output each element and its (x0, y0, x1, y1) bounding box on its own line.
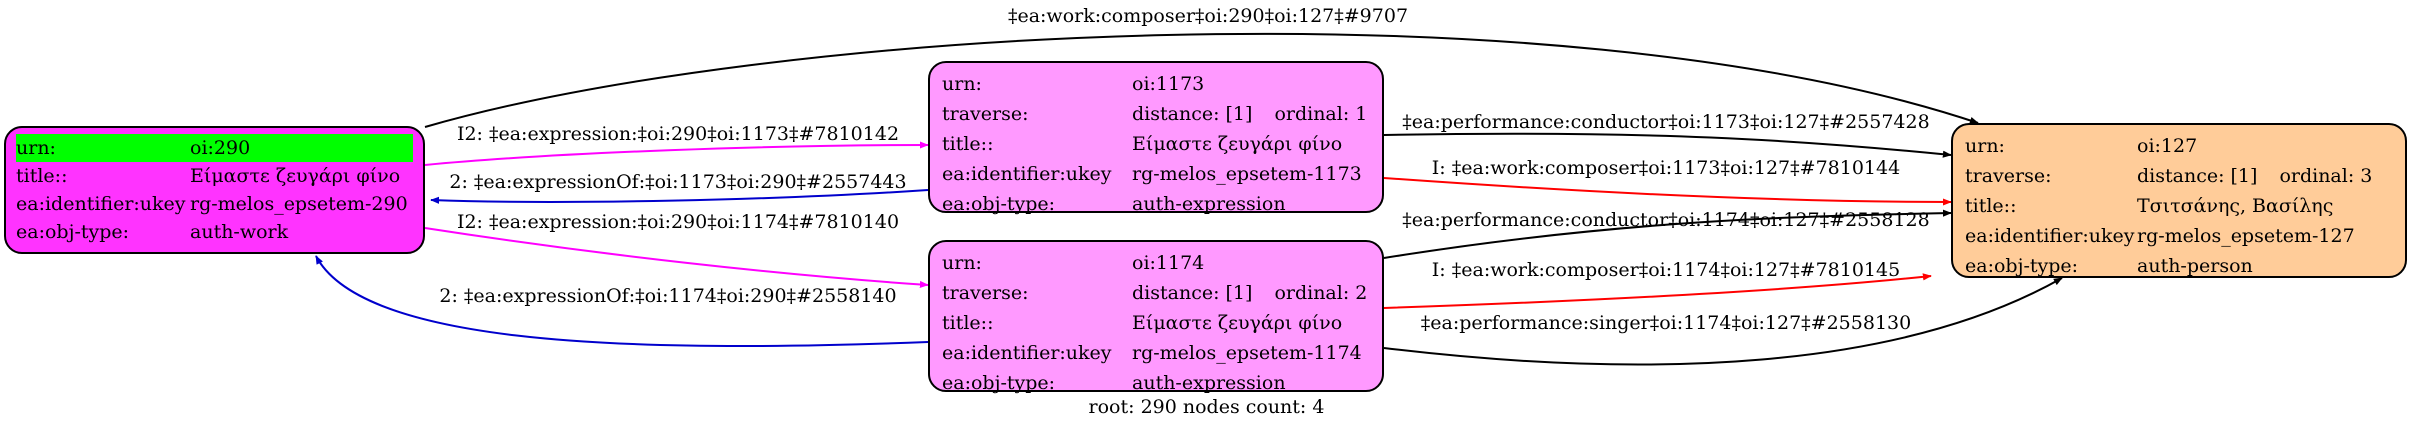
node-person-ordinal: ordinal: 3 (2279, 165, 2373, 187)
node-person-ukey-value: rg-melos_epsetem-127 (2137, 225, 2355, 247)
edge-expr1173 (424, 141, 929, 166)
node-work-type-value: auth-work (190, 221, 289, 243)
node-1173-urn-value: oi:1173 (1132, 73, 1205, 95)
node-1173-urn-key: urn: (942, 73, 982, 95)
node-work-urn-value: oi:290 (190, 134, 413, 162)
node-1174-type-key: ea:obj-type: (942, 372, 1056, 394)
node-1173-title-value: Είμαστε ζευγάρι φίνο (1132, 133, 1343, 155)
edge-conductor1173 (1383, 132, 1952, 158)
node-1174-type-value: auth-expression (1132, 372, 1286, 394)
node-person-traverse-key: traverse: (1965, 165, 2052, 187)
edge-label-exprof1173: 2: ‡ea:expressionOf:‡oi:1173‡oi:290‡#255… (449, 171, 906, 193)
edge-exprof1173 (430, 189, 929, 204)
node-1174-traverse-key: traverse: (942, 282, 1029, 304)
edge-exprof1174 (315, 255, 929, 348)
edge-label-composer1174: I: ‡ea:work:composer‡oi:1174‡oi:127‡#781… (1432, 259, 1900, 281)
node-work-ukey-key: ea:identifier:ukey (16, 193, 186, 215)
node-1174-ukey-value: rg-melos_epsetem-1174 (1132, 342, 1362, 364)
edge-label-conductor1173: ‡ea:performance:conductor‡oi:1173‡oi:127… (1402, 111, 1929, 133)
edge-conductor1174 (1383, 209, 1952, 259)
edge-label-work-composer: ‡ea:work:composer‡oi:290‡oi:127‡#9707 (1008, 5, 1408, 27)
node-1174-urn-value: oi:1174 (1132, 252, 1205, 274)
edge-composer1174 (1383, 273, 1932, 309)
node-1173-title-key: title:: (942, 133, 994, 155)
node-1174-ukey-key: ea:identifier:ukey (942, 342, 1112, 364)
edge-label-expr1173: I2: ‡ea:expression:‡oi:290‡oi:1173‡#7810… (457, 123, 899, 145)
node-work-290[interactable]: urn: oi:290 title:: Είμαστε ζευγάρι φίνο… (4, 126, 425, 254)
edge-composer1173 (1383, 177, 1952, 206)
node-expression-1174[interactable]: urn: oi:1174 traverse: distance: [1] ordi… (928, 240, 1384, 394)
edge-label-exprof1174: 2: ‡ea:expressionOf:‡oi:1174‡oi:290‡#255… (439, 285, 896, 307)
node-work-ukey-value: rg-melos_epsetem-290 (190, 193, 408, 215)
node-1173-traverse-key: traverse: (942, 103, 1029, 125)
node-1173-ukey-key: ea:identifier:ukey (942, 163, 1112, 185)
node-1173-distance: distance: [1] (1132, 103, 1253, 125)
node-work-urn-key: urn: (16, 134, 190, 162)
edge-singer1174 (1383, 277, 2063, 366)
node-person-type-key: ea:obj-type: (1965, 255, 2079, 277)
edge-work-composer (424, 32, 1979, 128)
node-person-urn-key: urn: (1965, 135, 2005, 157)
node-person-type-value: auth-person (2137, 255, 2253, 277)
node-person-urn-value: oi:127 (2137, 135, 2198, 157)
node-1173-ordinal: ordinal: 1 (1274, 103, 1368, 125)
node-1173-type-value: auth-expression (1132, 193, 1286, 215)
node-work-title-value: Είμαστε ζευγάρι φίνο (190, 165, 401, 187)
edge-label-composer1173: I: ‡ea:work:composer‡oi:1173‡oi:127‡#781… (1432, 157, 1900, 179)
node-1173-type-key: ea:obj-type: (942, 193, 1056, 215)
edge-label-expr1174: I2: ‡ea:expression:‡oi:290‡oi:1174‡#7810… (457, 211, 899, 233)
node-1174-title-key: title:: (942, 312, 994, 334)
node-person-distance: distance: [1] (2137, 165, 2258, 187)
graph-footer: root: 290 nodes count: 4 (1088, 396, 1325, 418)
node-1174-ordinal: ordinal: 2 (1274, 282, 1368, 304)
node-work-type-key: ea:obj-type: (16, 221, 130, 243)
node-1174-urn-key: urn: (942, 252, 982, 274)
edge-label-singer1174: ‡ea:performance:singer‡oi:1174‡oi:127‡#2… (1421, 312, 1911, 334)
node-person-127[interactable]: urn: oi:127 traverse: distance: [1] ordin… (1951, 123, 2407, 278)
node-1173-ukey-value: rg-melos_epsetem-1173 (1132, 163, 1362, 185)
node-expression-1173[interactable]: urn: oi:1173 traverse: distance: [1] ordi… (928, 61, 1384, 215)
edge-label-conductor1174: ‡ea:performance:conductor‡oi:1174‡oi:127… (1402, 209, 1929, 231)
node-1174-distance: distance: [1] (1132, 282, 1253, 304)
node-person-title-value: Τσιτσάνης, Βασίλης (2137, 195, 2334, 217)
node-person-ukey-key: ea:identifier:ukey (1965, 225, 2135, 247)
node-work-title-key: title:: (16, 165, 68, 187)
edge-expr1174 (424, 227, 929, 289)
node-person-title-key: title:: (1965, 195, 2017, 217)
node-1174-title-value: Είμαστε ζευγάρι φίνο (1132, 312, 1343, 334)
